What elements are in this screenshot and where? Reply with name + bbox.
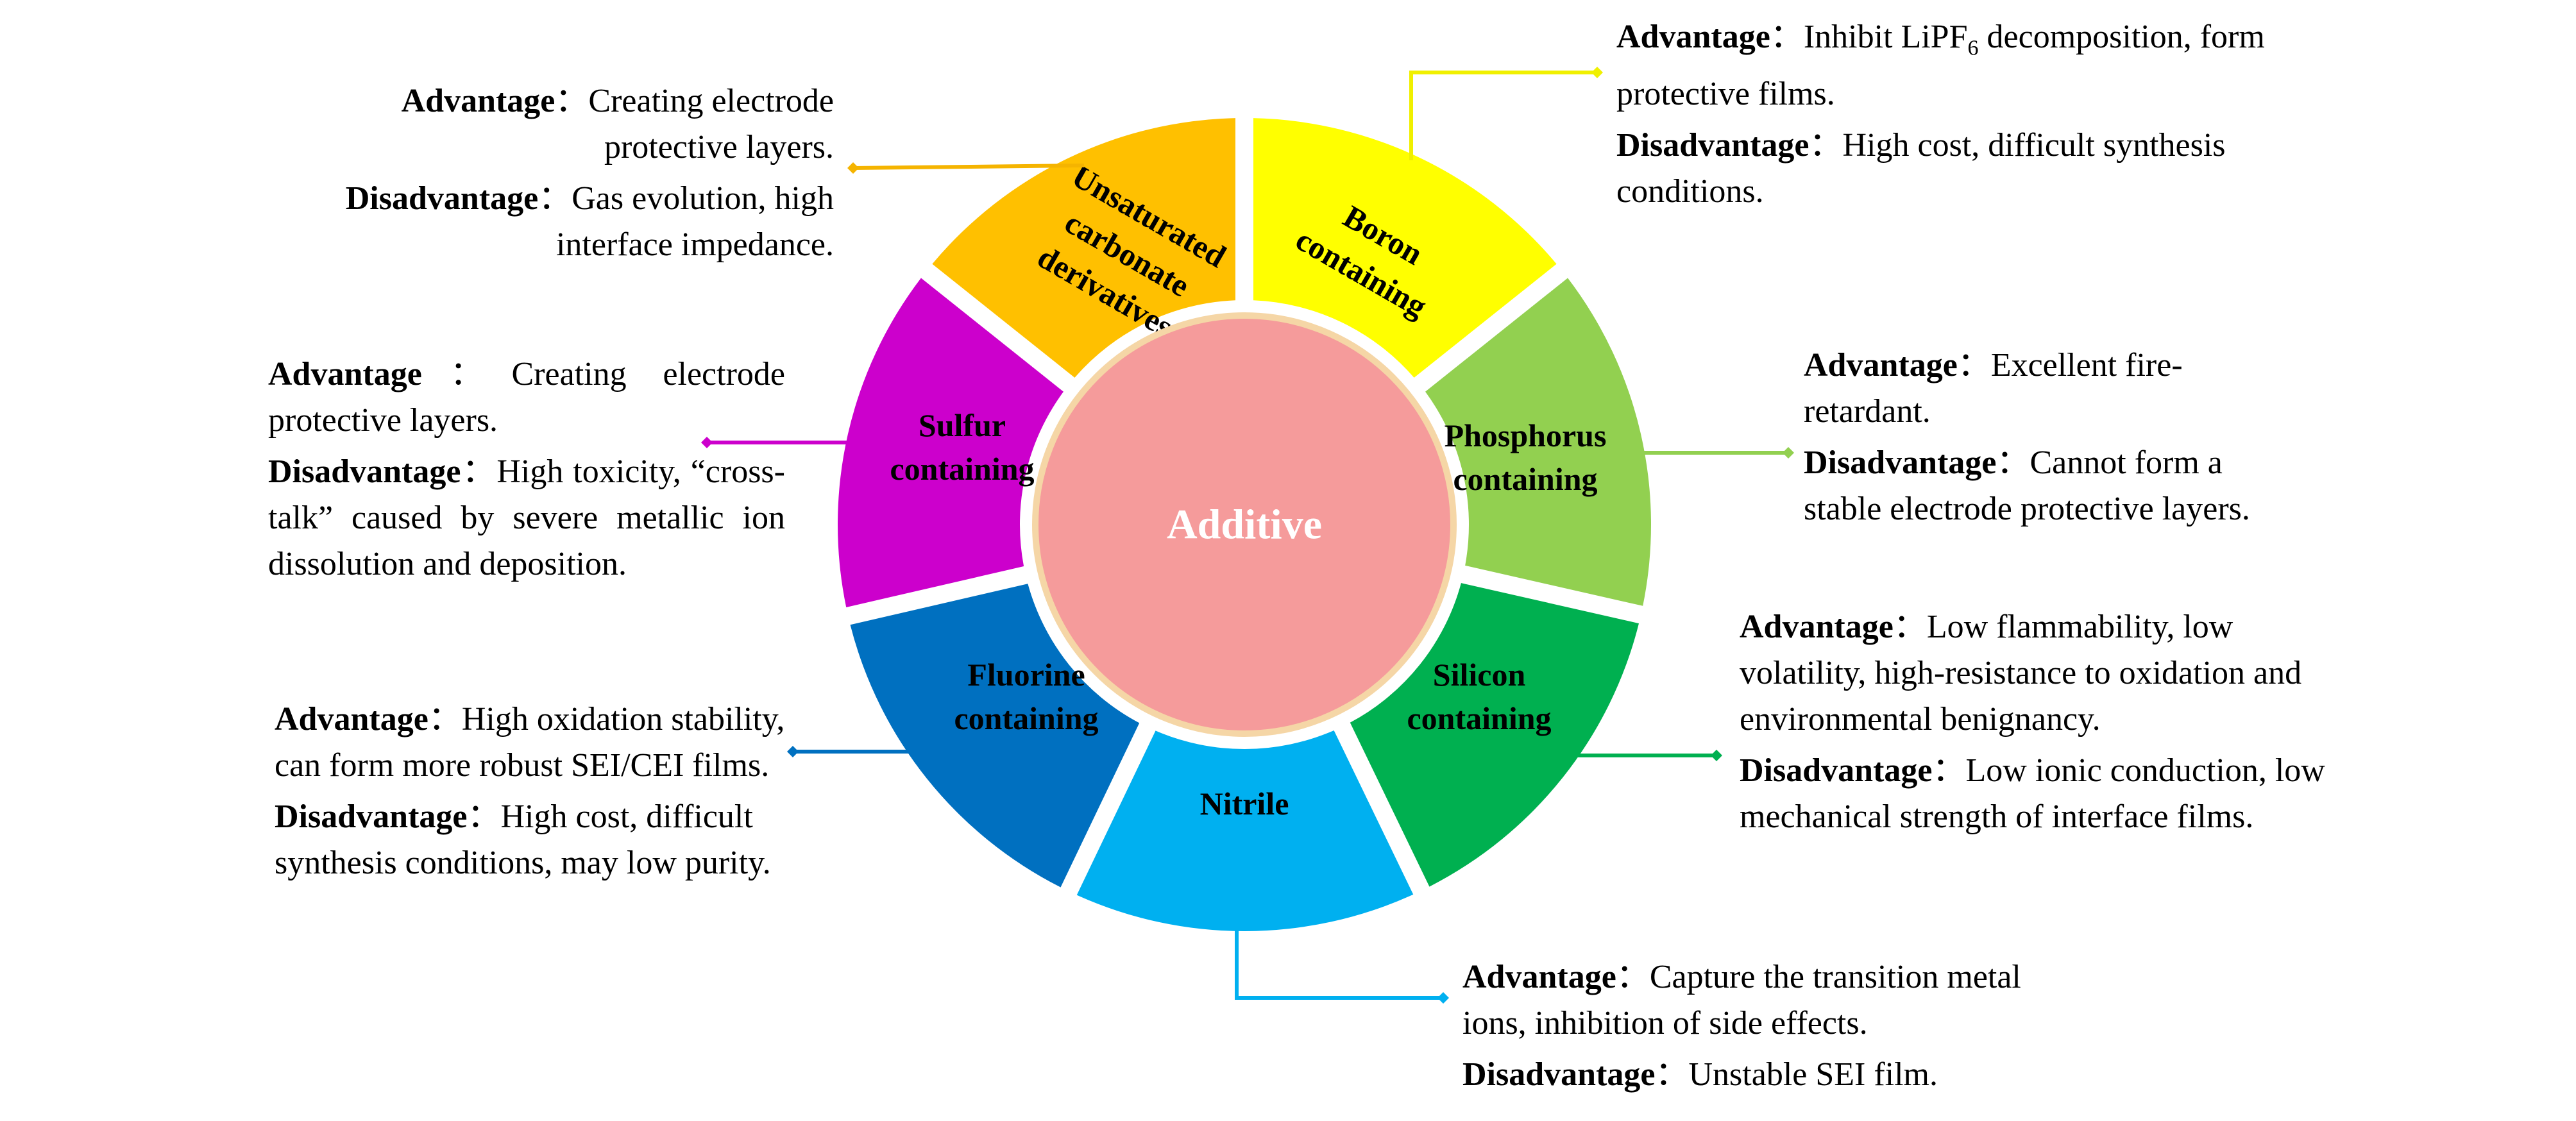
segment-label-line: Fluorine: [967, 657, 1085, 693]
advantage-text: Advantage：Creating electrode protective …: [268, 356, 785, 439]
segment-label-phosphorus: Phosphorus containing: [1445, 417, 1607, 497]
advantage-text: Advantage：Excellent fire-retardant.: [1804, 347, 2183, 430]
segment-label-sulfur: Sulfur containing: [890, 407, 1034, 487]
segments-layer: UnsaturatedcarbonatederivativesBoroncont…: [838, 118, 1651, 931]
disadvantage-text: Disadvantage：High cost, difficult synthe…: [1616, 127, 2226, 210]
segment-label-line: containing: [1453, 461, 1597, 497]
connector-end-marker: [701, 437, 713, 448]
disadvantage-text: Disadvantage：High cost, difficult synthe…: [275, 798, 771, 881]
center-label: Additive: [1167, 501, 1322, 548]
advantage-text: Advantage：Low flammability, low volatili…: [1740, 609, 2302, 738]
connector-end-marker: [1711, 750, 1722, 761]
connector-end-marker: [787, 746, 799, 757]
info-boron: Advantage：Inhibit LiPF6 decomposition, f…: [1616, 14, 2284, 220]
segment-fluorine: [850, 584, 1140, 888]
advantage-text: Advantage：Inhibit LiPF6 decomposition, f…: [1616, 19, 2265, 113]
segment-label-fluorine: Fluorine containing: [954, 657, 1098, 736]
connector-lines: [701, 67, 1794, 1004]
disadvantage-text: Disadvantage：Cannot form a stable electr…: [1804, 444, 2250, 527]
connector-end-marker: [1437, 992, 1449, 1004]
segment-unsaturated: [932, 118, 1236, 378]
disadvantage-text: Disadvantage：Low ionic conduction, low m…: [1740, 752, 2325, 835]
disadvantage-text: Disadvantage：Unstable SEI film.: [1462, 1056, 1938, 1093]
segment-label-line: Phosphorus: [1445, 417, 1607, 453]
segment-phosphorus: [1425, 278, 1651, 606]
segment-nitrile: [1076, 730, 1414, 931]
connector-end-marker: [1783, 447, 1794, 459]
connector-nitrile: [1235, 918, 1443, 1000]
segment-boron: [1253, 118, 1557, 378]
connector-unsaturated: [852, 164, 1085, 170]
disadvantage-text: Disadvantage：High toxicity, “cross-talk”…: [268, 453, 785, 582]
advantage-text: Advantage：Creating electrode protective …: [401, 83, 834, 165]
segment-label-line: Silicon: [1433, 657, 1526, 693]
center-circle: [1032, 312, 1457, 737]
segment-label-line: containing: [1407, 700, 1551, 736]
info-phosphorus: Advantage：Excellent fire-retardant. Disa…: [1804, 342, 2304, 537]
info-sulfur: Advantage：Creating electrode protective …: [268, 351, 785, 593]
connector-boron: [1409, 71, 1597, 160]
advantage-text: Advantage：High oxidation stability, can …: [275, 701, 785, 784]
disadvantage-text: Disadvantage：Gas evolution, high interfa…: [345, 180, 834, 263]
segment-label-nitrile: Nitrile: [1200, 786, 1289, 822]
segment-label-silicon: Silicon containing: [1407, 657, 1551, 736]
info-unsaturated: Advantage：Creating electrode protective …: [295, 78, 834, 273]
connector-end-marker: [847, 162, 859, 174]
segment-label-line: Nitrile: [1200, 786, 1289, 822]
segment-label-line: containing: [890, 451, 1034, 487]
segment-silicon: [1350, 583, 1639, 887]
advantage-text: Advantage：Capture the transition metal i…: [1462, 959, 2021, 1041]
connector-end-marker: [1591, 67, 1603, 78]
segment-label-line: Sulfur: [919, 407, 1006, 443]
info-nitrile: Advantage：Capture the transition metal i…: [1462, 954, 2053, 1103]
info-fluorine: Advantage：High oxidation stability, can …: [275, 696, 826, 891]
segment-sulfur: [838, 278, 1063, 607]
segment-label-line: containing: [954, 700, 1098, 736]
info-silicon: Advantage：Low flammability, low volatili…: [1740, 604, 2336, 845]
